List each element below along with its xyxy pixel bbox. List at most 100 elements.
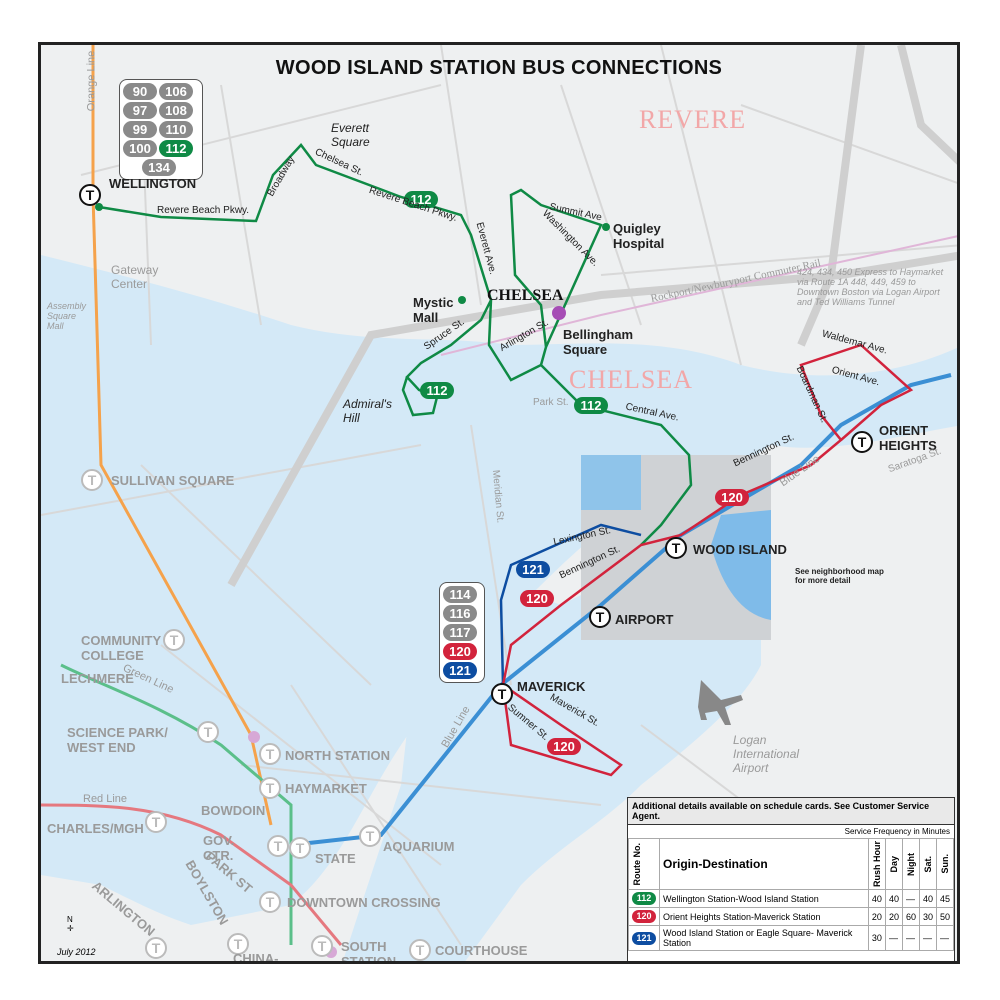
wellington-dot (95, 203, 103, 211)
arlington-icon[interactable]: T (145, 937, 167, 959)
service-header: Service Frequency in Minutes (844, 827, 950, 836)
lechmere-label: LECHMERE (61, 671, 134, 686)
quigley-label: Quigley Hospital (613, 221, 665, 251)
route-121-label: 121 (516, 561, 550, 578)
haymarket-label: HAYMARKET (285, 781, 367, 796)
route-120-label: 120 (715, 489, 749, 506)
col-sat: Sat. (922, 855, 933, 873)
route-112-label: 112 (404, 191, 438, 208)
row-night: 60 (901, 907, 920, 926)
mystic-mall-label: Mystic Mall (413, 295, 454, 325)
col-night: Night (905, 852, 916, 876)
route-legend: Additional details available on schedule… (627, 797, 955, 961)
chinatown-icon[interactable]: T (227, 933, 249, 955)
table-row: 120 Orient Heights Station-Maverick Stat… (628, 907, 955, 926)
assembly-label: Assembly Square Mall (47, 301, 87, 331)
gov-ctr-label: GOV. CTR. (203, 833, 235, 863)
airport-water (581, 455, 641, 510)
route-pill: 114 (443, 586, 477, 603)
col-rush: Rush Hour (871, 841, 882, 887)
route-pill: 117 (443, 624, 477, 641)
downtown-crossing-icon[interactable]: T (259, 891, 281, 913)
route-pill: 97 (123, 102, 157, 119)
airport-station-icon[interactable]: T (589, 606, 611, 628)
wellington-station-icon[interactable]: T (79, 184, 101, 206)
col-origin: Origin-Destination (659, 838, 869, 890)
row-day: — (884, 925, 903, 951)
charles-icon[interactable]: T (145, 811, 167, 833)
route-121-path (499, 523, 642, 686)
express-note: 424, 434, 450 Express to Haymarket via R… (797, 267, 944, 307)
mystic-mall-dot (458, 296, 466, 304)
bellingham-label: Bellingham Square (563, 327, 634, 357)
row-rush: 20 (867, 907, 886, 926)
red-line-label: Red Line (83, 793, 128, 805)
row-rush: 30 (867, 925, 886, 951)
green-line (60, 663, 293, 945)
aquarium-label: AQUARIUM (383, 839, 455, 854)
community-college-icon[interactable]: T (163, 629, 185, 651)
north-station-icon[interactable]: T (259, 743, 281, 765)
state-label: STATE (315, 851, 356, 866)
sullivan-station-icon[interactable]: T (81, 469, 103, 491)
row-rush: 40 (867, 889, 886, 908)
red-line (41, 803, 343, 946)
orange-line (91, 45, 273, 826)
legend-note: Additional details available on schedule… (628, 798, 954, 825)
maverick-station-icon[interactable]: T (491, 683, 513, 705)
orient-heights-station-icon[interactable]: T (851, 431, 873, 453)
row-day: 20 (884, 907, 903, 926)
aquarium-icon[interactable]: T (359, 825, 381, 847)
gateway-label: Gateway Center (111, 263, 159, 291)
highways (227, 45, 957, 587)
airport-label: AIRPORT (615, 612, 674, 627)
route-pill: 120 (443, 643, 477, 660)
row-day: 40 (884, 889, 903, 908)
haymarket-icon[interactable]: T (259, 777, 281, 799)
row-sat: 40 (918, 889, 937, 908)
col-day: Day (888, 855, 899, 873)
row-origin: Wood Island Station or Eagle Square- Mav… (659, 925, 869, 951)
wood-island-station-icon[interactable]: T (665, 537, 687, 559)
route-pill: 110 (159, 121, 193, 138)
airport-pond (711, 510, 771, 620)
row-sun: 45 (935, 889, 955, 908)
north-station-dot (248, 731, 260, 743)
route-112-label: 112 (420, 382, 454, 399)
south-station-label: SOUTH STATION (341, 939, 397, 964)
route-pill: 121 (632, 931, 656, 945)
row-night: — (901, 889, 920, 908)
logan-label: Logan International Airport (733, 733, 800, 775)
table-row: 121 Wood Island Station or Eagle Square-… (628, 925, 955, 951)
route-pill: 112 (632, 892, 656, 905)
community-college-label: COMMUNITY COLLEGE (81, 633, 161, 663)
science-park-icon[interactable]: T (197, 721, 219, 743)
legend-table: Route No. Origin-Destination Rush Hour D… (628, 838, 955, 951)
map-date: July 2012 (57, 947, 96, 957)
south-station-icon[interactable]: T (311, 935, 333, 957)
courthouse-label: COURTHOUSE (435, 943, 528, 958)
row-sat: — (918, 925, 937, 951)
revere-label: REVERE (639, 105, 747, 134)
gov-ctr-icon[interactable]: T (267, 835, 289, 857)
row-night: — (901, 925, 920, 951)
airplane-icon (698, 680, 743, 725)
orange-line-label: Orange Line (85, 50, 98, 112)
park-st-icon[interactable]: T (289, 837, 311, 859)
orient-heights-label: ORIENT HEIGHTS (879, 423, 937, 453)
route-pill: 106 (159, 83, 193, 100)
col-sun: Sun. (939, 854, 950, 874)
route-112-label: 112 (574, 397, 608, 414)
chelsea-commuter-dot (552, 306, 566, 320)
row-sun: 50 (935, 907, 955, 926)
charles-label: CHARLES/MGH (47, 821, 144, 836)
quigley-dot (602, 223, 610, 231)
route-pill: 100 (123, 140, 157, 157)
row-origin: Wellington Station-Wood Island Station (659, 889, 869, 908)
route-pill: 116 (443, 605, 477, 622)
maverick-route-stack: 114 116 117 120 121 (439, 582, 485, 683)
courthouse-icon[interactable]: T (409, 939, 431, 961)
chinatown-label: CHINA- TOWN (233, 951, 279, 964)
street-revere-beach-pkwy: Revere Beach Pkwy. (157, 205, 250, 216)
